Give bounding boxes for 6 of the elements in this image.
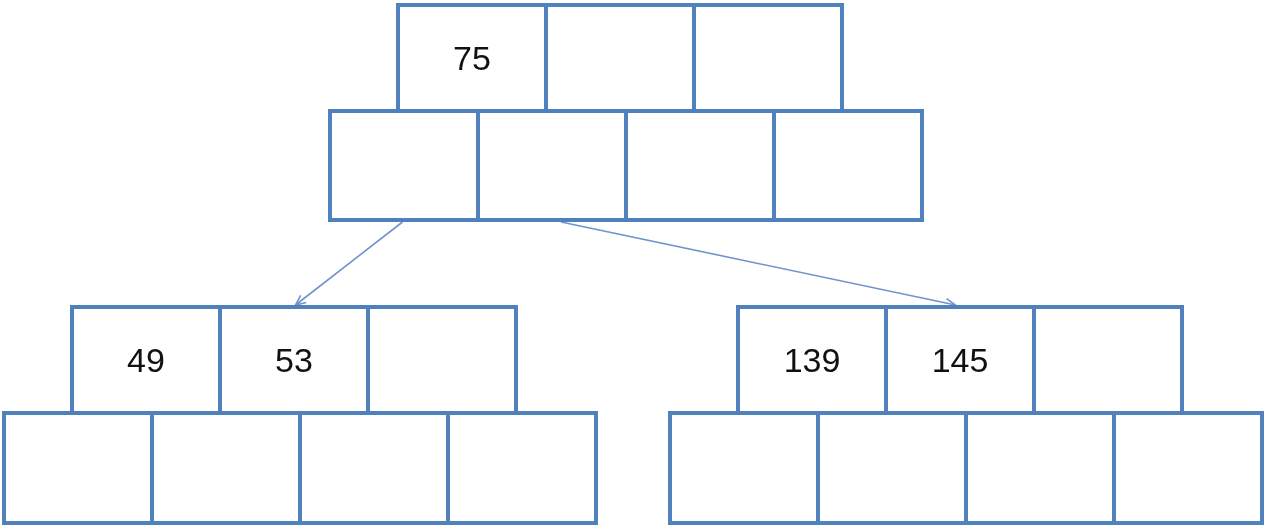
key-number: 145	[931, 343, 989, 377]
key-number: 139	[783, 343, 841, 377]
key-number: 49	[127, 343, 165, 377]
key-number: 75	[453, 41, 491, 75]
key-number: 53	[275, 343, 313, 377]
arrow	[294, 221, 404, 306]
